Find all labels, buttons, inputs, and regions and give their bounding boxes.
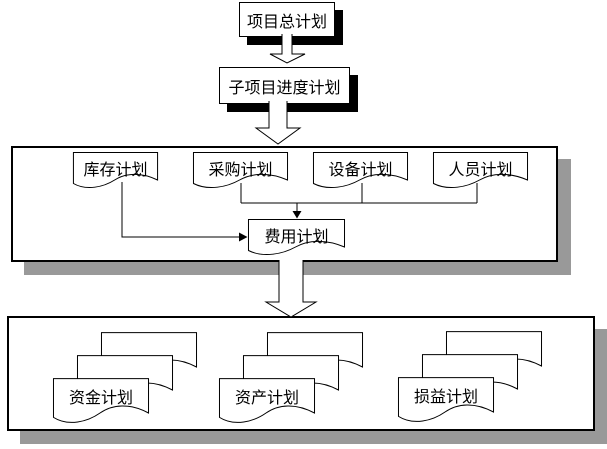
stack-funds-plan: 资金计划 xyxy=(53,332,197,428)
document-procurement-plan: 采购计划 xyxy=(193,152,288,192)
subproject-schedule-label: 子项目进度计划 xyxy=(228,77,341,97)
document-shape xyxy=(398,377,494,427)
profit-loss-plan-label: 损益计划 xyxy=(413,387,478,406)
subproject-schedule-node: 子项目进度计划 xyxy=(219,67,350,104)
document-shape xyxy=(53,378,149,428)
down-block-arrow-3 xyxy=(264,260,318,318)
document-shape xyxy=(219,378,315,428)
personnel-plan-label: 人员计划 xyxy=(448,160,513,179)
procurement-plan-label: 采购计划 xyxy=(208,160,273,179)
operational-plans-panel: 库存计划 采购计划 设备计划 人员计划 费用计划 xyxy=(11,146,558,262)
document-inventory-plan: 库存计划 xyxy=(73,152,158,192)
financial-plans-panel: 资金计划 资产计划 xyxy=(7,316,595,431)
master-plan-node: 项目总计划 xyxy=(239,2,335,37)
down-block-arrow-2 xyxy=(254,101,302,145)
document-shape xyxy=(248,219,345,259)
document-expense-plan: 费用计划 xyxy=(248,219,345,259)
funds-plan-label: 资金计划 xyxy=(68,388,133,407)
inventory-plan-label: 库存计划 xyxy=(83,160,148,179)
down-block-arrow-1 xyxy=(269,34,306,64)
stacked-document-front: 资金计划 xyxy=(53,378,149,428)
document-shape xyxy=(73,152,158,192)
expense-plan-label: 费用计划 xyxy=(264,227,329,246)
master-plan-label: 项目总计划 xyxy=(246,11,327,31)
document-shape xyxy=(433,152,528,192)
stacked-document-front: 损益计划 xyxy=(398,377,494,427)
assets-plan-label: 资产计划 xyxy=(234,388,299,407)
equipment-plan-label: 设备计划 xyxy=(328,160,393,179)
stack-assets-plan: 资产计划 xyxy=(219,332,363,428)
stack-profit-loss-plan: 损益计划 xyxy=(398,331,542,427)
document-shape xyxy=(313,152,408,192)
document-personnel-plan: 人员计划 xyxy=(433,152,528,192)
document-equipment-plan: 设备计划 xyxy=(313,152,408,192)
stacked-document-front: 资产计划 xyxy=(219,378,315,428)
